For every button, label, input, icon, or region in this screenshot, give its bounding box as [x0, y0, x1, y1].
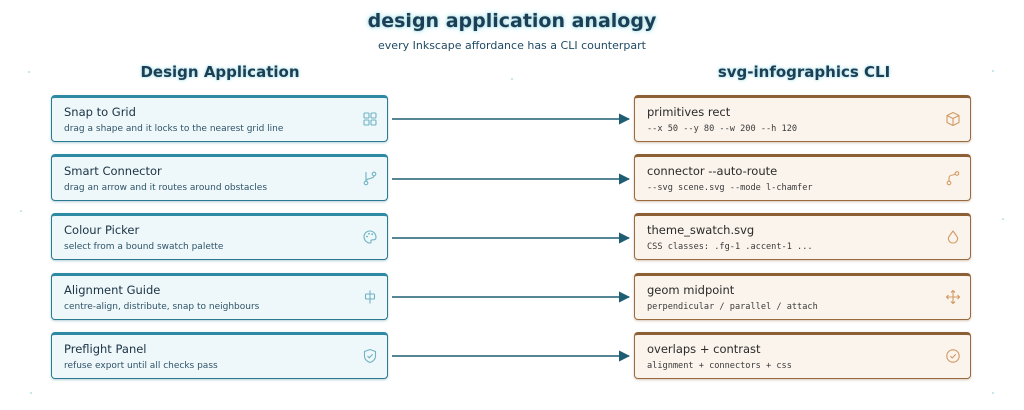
route-icon	[946, 171, 960, 186]
move-icon	[945, 289, 961, 305]
card-description: --x 50 --y 80 --w 200 --h 120	[647, 124, 798, 134]
card-title: Preflight Panel	[64, 342, 147, 356]
card-title: Snap to Grid	[64, 105, 136, 119]
card-title: geom midpoint	[647, 283, 735, 297]
decor-dot	[20, 210, 22, 212]
diagram-subtitle: every Inkscape affordance has a CLI coun…	[378, 39, 646, 52]
card-description: alignment + connectors + css	[647, 361, 792, 371]
card-description: --svg scene.svg --mode l-chamfer	[647, 183, 813, 193]
align-center-icon	[364, 290, 376, 304]
card-description: select from a bound swatch palette	[64, 242, 224, 252]
card-snap-to-grid: Snap to Grid drag a shape and it locks t…	[51, 95, 388, 142]
decor-dot	[992, 70, 994, 72]
card-theme-swatch: theme_swatch.svg CSS classes: .fg-1 .acc…	[634, 213, 971, 260]
decor-dot	[1002, 218, 1004, 220]
card-smart-connector: Smart Connector drag an arrow and it rou…	[51, 154, 388, 201]
card-overlaps-contrast: overlaps + contrast alignment + connecto…	[634, 332, 971, 379]
decor-dot	[30, 392, 32, 394]
decor-dot	[511, 78, 513, 80]
right-column-heading: svg-infographics CLI	[717, 63, 891, 81]
card-geom-midpoint: geom midpoint perpendicular / parallel /…	[634, 273, 971, 320]
card-description: CSS classes: .fg-1 .accent-1 ...	[647, 242, 813, 252]
git-branch-icon	[363, 171, 377, 186]
card-preflight-panel: Preflight Panel refuse export until all …	[51, 332, 388, 379]
left-column-heading: Design Application	[140, 63, 300, 81]
cube-icon	[946, 111, 960, 127]
card-title: theme_swatch.svg	[647, 223, 755, 237]
card-title: connector --auto-route	[647, 164, 778, 178]
card-alignment-guide: Alignment Guide centre-align, distribute…	[51, 273, 388, 320]
palette-icon	[363, 230, 377, 244]
card-title: Smart Connector	[64, 164, 162, 178]
check-circle-icon	[946, 349, 960, 363]
card-description: perpendicular / parallel / attach	[647, 302, 818, 312]
card-title: overlaps + contrast	[647, 342, 761, 356]
droplet-icon	[947, 230, 959, 244]
card-colour-picker: Colour Picker select from a bound swatch…	[51, 213, 388, 260]
decor-dot	[992, 392, 994, 394]
card-primitives-rect: primitives rect --x 50 --y 80 --w 200 --…	[634, 95, 971, 142]
card-title: Alignment Guide	[64, 283, 161, 297]
grid-icon	[363, 112, 377, 126]
card-description: drag a shape and it locks to the nearest…	[64, 124, 284, 134]
card-title: Colour Picker	[64, 223, 140, 237]
diagram-title: design application analogy	[367, 10, 657, 32]
card-description: refuse export until all checks pass	[64, 361, 218, 371]
card-description: drag an arrow and it routes around obsta…	[64, 183, 268, 193]
card-connector-auto-route: connector --auto-route --svg scene.svg -…	[634, 154, 971, 201]
shield-check-icon	[363, 348, 377, 364]
decor-dot	[28, 71, 30, 73]
card-title: primitives rect	[647, 105, 731, 119]
card-description: centre-align, distribute, snap to neighb…	[64, 302, 260, 312]
